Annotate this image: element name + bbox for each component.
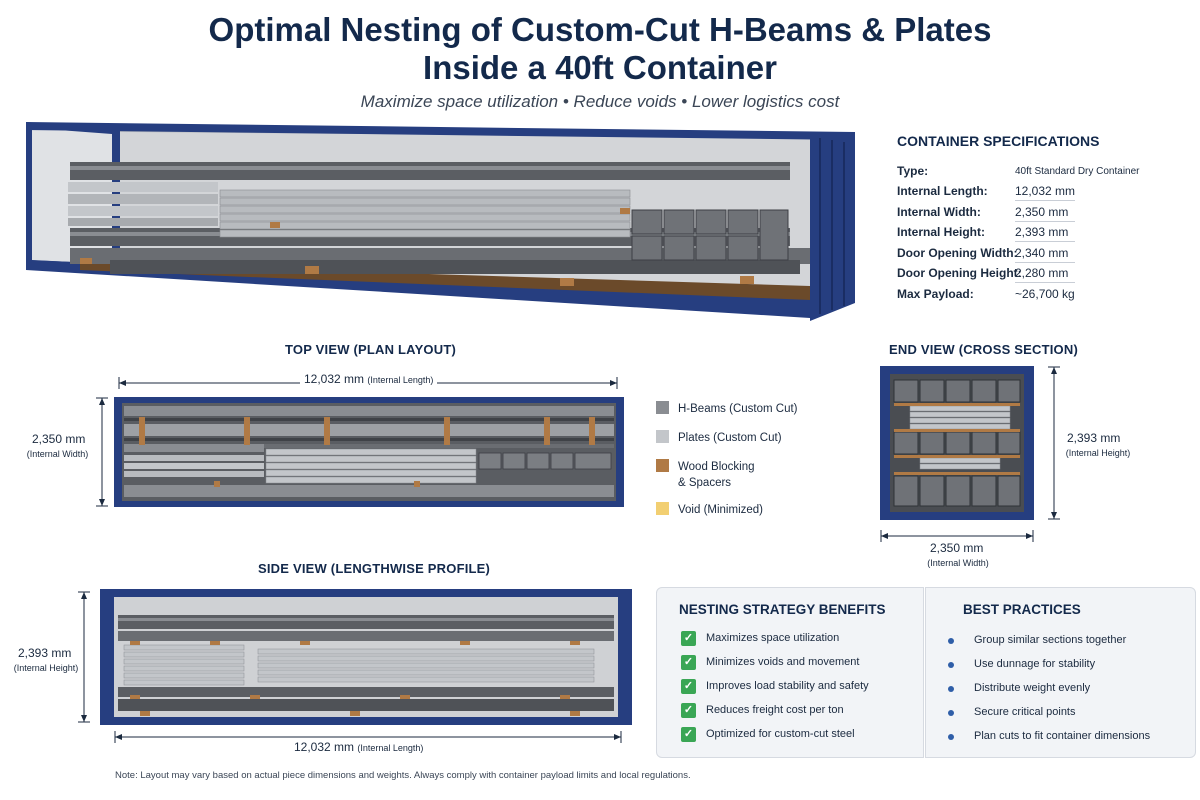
spec-value: ~26,700 kg xyxy=(1015,287,1075,301)
bullet-icon xyxy=(948,662,954,668)
spec-value: 2,340 mm xyxy=(1015,246,1075,263)
dimension-value: 12,032 mm xyxy=(304,372,365,386)
benefit-text: Optimized for custom-cut steel xyxy=(706,728,855,740)
subtitle: Maximize space utilization • Reduce void… xyxy=(360,92,840,111)
spec-label: Internal Length: xyxy=(897,184,988,198)
main-title-line-2: Inside a 40ft Container xyxy=(423,49,777,86)
spec-label: Internal Width: xyxy=(897,205,981,219)
spec-row-type: Type: 40ft Standard Dry Container xyxy=(897,162,1187,183)
main-title-line-1: Optimal Nesting of Custom-Cut H-Beams & … xyxy=(208,11,992,48)
practice-text: Distribute weight evenly xyxy=(974,682,1091,694)
top-view-width-dimension xyxy=(96,397,108,507)
spec-label: Door Opening Width: xyxy=(897,246,1018,260)
spec-row-internal-height: Internal Height: 2,393 mm xyxy=(897,223,1187,244)
end-view-title: END VIEW (CROSS SECTION) xyxy=(889,342,1078,357)
end-view-width-dimension xyxy=(880,530,1034,542)
best-practices-panel: BEST PRACTICES Group similar sections to… xyxy=(925,587,1196,758)
side-view-length-label: 12,032 mm (Internal Length) xyxy=(294,740,423,754)
practice-text: Group similar sections together xyxy=(974,634,1127,646)
end-view-height-value: 2,393 mm xyxy=(1067,431,1121,445)
top-view-width-value: 2,350 mm xyxy=(32,432,86,446)
spec-value: 40ft Standard Dry Container xyxy=(1015,166,1140,177)
top-view-length-label: 12,032 mm (Internal Length) xyxy=(300,372,438,386)
dimension-note: (Internal Length) xyxy=(357,743,424,753)
end-view-width-value: 2,350 mm xyxy=(930,541,984,555)
spec-row-internal-width: Internal Width: 2,350 mm xyxy=(897,203,1187,224)
spec-label: Type: xyxy=(897,164,929,178)
check-icon: ✓ xyxy=(681,703,696,718)
side-view-height-value: 2,393 mm xyxy=(18,646,72,660)
legend-swatch xyxy=(656,401,669,414)
spec-label: Max Payload: xyxy=(897,287,974,301)
dimension-value: 12,032 mm xyxy=(294,740,355,754)
top-view-diagram xyxy=(114,397,624,507)
benefit-text: Improves load stability and safety xyxy=(706,680,869,692)
bullet-icon xyxy=(948,638,954,644)
practice-text: Secure critical points xyxy=(974,706,1076,718)
spec-row-door-height: Door Opening Height: 2,280 mm xyxy=(897,264,1187,285)
legend-label: Plates (Custom Cut) xyxy=(678,432,782,444)
specs-title: CONTAINER SPECIFICATIONS xyxy=(897,133,1100,149)
legend-swatch xyxy=(656,459,669,472)
spec-label: Internal Height: xyxy=(897,225,986,239)
spec-value: 2,280 mm xyxy=(1015,266,1075,283)
spec-value: 2,350 mm xyxy=(1015,205,1075,222)
benefit-text: Maximizes space utilization xyxy=(706,632,840,644)
cargo-h-beam-ends xyxy=(631,209,789,261)
legend-label: Void (Minimized) xyxy=(678,504,763,516)
practice-text: Use dunnage for stability xyxy=(974,658,1096,670)
side-view-length-dimension xyxy=(114,731,622,743)
spec-row-internal-length: Internal Length: 12,032 mm xyxy=(897,182,1187,203)
bullet-icon xyxy=(948,686,954,692)
end-view-width-note: (Internal Width) xyxy=(927,558,989,568)
end-view-height-note: (Internal Height) xyxy=(1065,448,1131,458)
check-icon: ✓ xyxy=(681,727,696,742)
legend-label: H-Beams (Custom Cut) xyxy=(678,403,798,415)
legend-swatch xyxy=(656,502,669,515)
bullet-icon xyxy=(948,734,954,740)
dimension-note: (Internal Length) xyxy=(367,375,434,385)
container-3d-illustration xyxy=(26,122,855,321)
footnote: Note: Layout may vary based on actual pi… xyxy=(115,770,691,781)
legend-label: Wood Blocking xyxy=(678,461,755,473)
side-view-height-note: (Internal Height) xyxy=(13,663,79,673)
benefits-panel: NESTING STRATEGY BENEFITS ✓ Maximizes sp… xyxy=(656,587,924,758)
cargo-plates-middle xyxy=(219,189,631,238)
end-view-height-dimension xyxy=(1048,366,1060,520)
check-icon: ✓ xyxy=(681,679,696,694)
bullet-icon xyxy=(948,710,954,716)
spec-value: 2,393 mm xyxy=(1015,225,1075,242)
cargo-plates-left xyxy=(68,182,218,226)
spec-value: 12,032 mm xyxy=(1015,184,1076,201)
side-view-diagram xyxy=(100,589,632,725)
check-icon: ✓ xyxy=(681,631,696,646)
end-view-diagram xyxy=(880,366,1034,520)
best-practices-title: BEST PRACTICES xyxy=(963,602,1081,617)
wood-spacers xyxy=(80,208,754,286)
benefits-title: NESTING STRATEGY BENEFITS xyxy=(679,602,886,617)
practice-text: Plan cuts to fit container dimensions xyxy=(974,730,1151,742)
spec-label: Door Opening Height: xyxy=(897,266,1022,280)
spec-row-max-payload: Max Payload: ~26,700 kg xyxy=(897,285,1187,306)
side-view-title: SIDE VIEW (LENGTHWISE PROFILE) xyxy=(258,561,491,576)
legend-swatch xyxy=(656,430,669,443)
benefit-text: Reduces freight cost per ton xyxy=(706,704,844,716)
top-view-title: TOP VIEW (PLAN LAYOUT) xyxy=(285,342,457,357)
side-view-height-dimension xyxy=(78,591,90,723)
benefit-text: Minimizes voids and movement xyxy=(706,656,860,668)
check-icon: ✓ xyxy=(681,655,696,670)
spec-row-door-width: Door Opening Width: 2,340 mm xyxy=(897,244,1187,265)
legend-label-line-2: & Spacers xyxy=(678,477,732,489)
top-view-width-note: (Internal Width) xyxy=(26,449,89,459)
